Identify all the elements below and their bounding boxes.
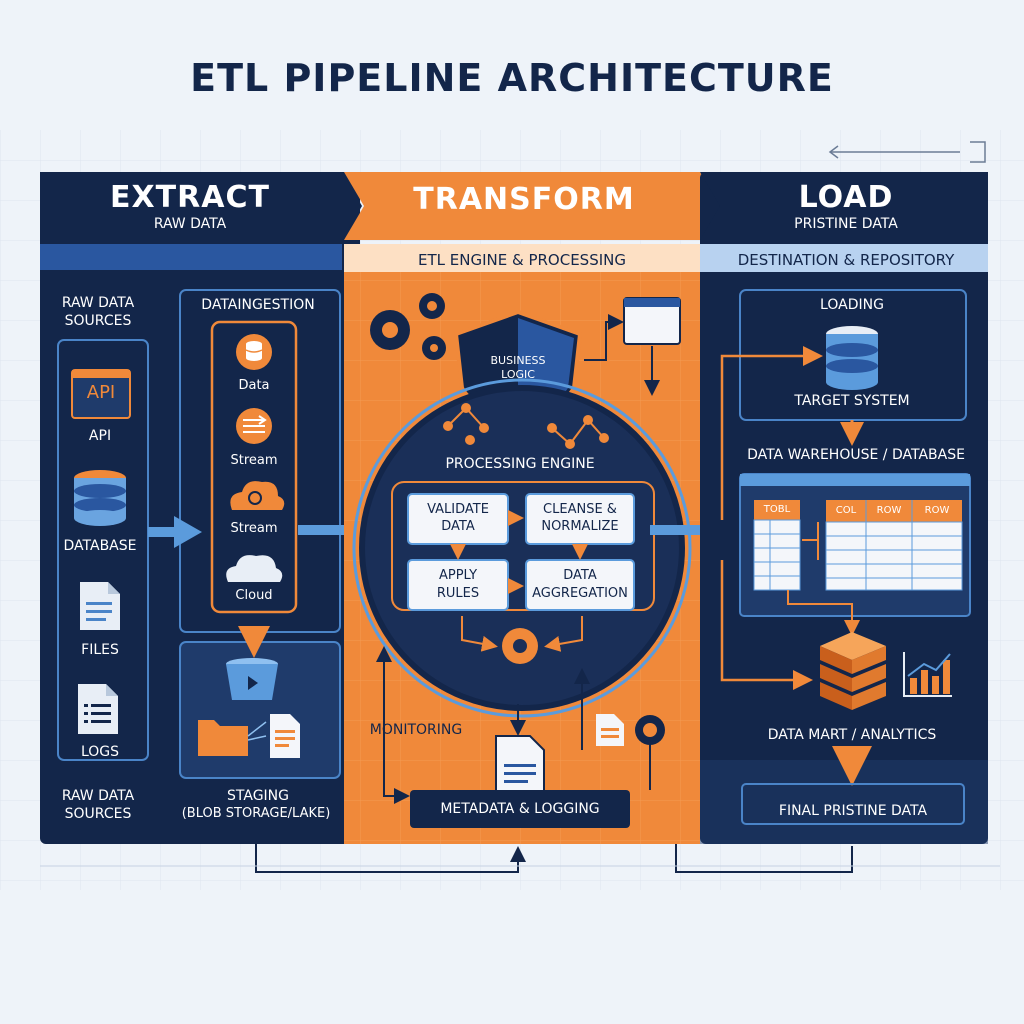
stream-cloud-icon [230,481,285,510]
apply-label-2: RULES [436,586,480,601]
table-col-row-2: ROW [924,505,950,516]
loading-label: LOADING [820,297,884,313]
load-heading: LOAD [798,180,894,215]
aggregation-label-1: DATA [563,568,597,583]
sources-label: RAW DATA SOURCES [53,294,143,330]
engine-orbit [352,378,692,718]
document-icon [270,714,300,758]
engine-label: PROCESSING ENGINE [445,456,595,472]
feedback-line-left [255,844,526,873]
table-connector [802,522,819,560]
aggregation-box [525,559,635,611]
ingestion-label: DATAINGESTION [201,297,315,313]
report-icon [596,714,624,746]
api-label: API [88,428,112,444]
logic-to-code-arrow [584,314,624,361]
engine-gear-icon [502,628,538,664]
warehouse-label: DATA WAREHOUSE / DATABASE [747,447,965,463]
sources-label-text: RAW DATA SOURCES [61,295,135,329]
metadata-label: METADATA & LOGGING [440,801,600,817]
logs-label: LOGS [80,744,120,760]
left-to-gear-arrow [461,616,498,652]
sources-box [57,339,149,761]
business-logic-2: LOGIC [501,368,535,381]
gears-icon [370,293,446,360]
ingestion-cloud-label: Cloud [235,588,273,603]
table-col-col: COL [835,505,857,516]
process-loop [391,481,655,611]
warehouse-table-right [825,500,963,591]
extract-subheader-bar [40,244,342,270]
final-data-label: FINAL PRISTINE DATA [778,803,928,819]
monitoring-arrow [383,656,410,804]
load-subheader: DESTINATION & REPOSITORY [737,251,955,269]
analytics-chart-icon [903,652,952,697]
bucket-icon [226,658,278,700]
files-label: FILES [81,642,119,658]
network-icon-left [443,403,489,445]
logs-icon [78,684,118,734]
metadata-box [410,790,630,828]
dimension-marker [828,141,986,163]
warehouse-table-left [753,500,801,591]
load-subheader-bar [700,244,988,272]
table-col-row-1: ROW [876,505,902,516]
extract-heading: EXTRACT [110,180,270,215]
feedback-line-right [675,844,853,873]
ingestion-data-label: Data [238,378,270,393]
load-header-bg [700,172,988,240]
load-to-mart-arrow [720,560,813,690]
processing-engine-circle [359,385,685,711]
page-title: ETL PIPELINE ARCHITECTURE [190,56,834,100]
api-icon [71,369,131,419]
load-sub: PRISTINE DATA [794,216,898,232]
ingestion-column [210,320,298,614]
extract-header-bg [40,172,362,240]
files-icon [80,582,120,630]
ingestion-stream-label-1: Stream [230,453,278,468]
sources-footer: RAW DATA SOURCES [53,787,143,823]
transform-subheader: ETL ENGINE & PROCESSING [418,251,626,269]
network-icon-right [547,415,609,449]
staging-label-1: STAGING [227,788,289,804]
metadata-document-icon [495,735,545,793]
staging-label-2: (BLOB STORAGE/LAKE) [181,806,331,821]
ingestion-stream-label-2: Stream [230,521,278,536]
transform-heading: TRANSFORM [413,182,635,217]
transform-header-bg [344,172,720,240]
staging-connectors [247,721,267,741]
table-col-tobl: TOBL [763,504,791,515]
right-to-gear-arrow [544,616,583,652]
cleanse-label-1: CLEANSE & [543,502,617,517]
validate-label-1: VALIDATE [427,502,489,517]
database-label: DATABASE [63,538,137,554]
load-to-target-arrow [720,346,823,520]
transform-subheader-bar [344,244,700,272]
folder-icon [198,720,248,756]
code-window-icon [623,297,681,345]
stream-icon [236,408,272,444]
final-data-box [741,783,965,825]
sources-footer-text: RAW DATA SOURCES [61,788,135,822]
data-mart-stack-icon [820,632,886,710]
aggregation-label-2: AGGREGATION [532,586,628,601]
cloud-icon [226,555,283,582]
warehouse-to-mart-arrow [787,590,860,636]
business-logic-1: BUSINESS [490,354,546,367]
validate-label-2: DATA [441,519,475,534]
apply-label-1: APPLY [438,568,478,583]
extract-sub: RAW DATA [153,216,227,232]
cleanse-label-2: NORMALIZE [541,519,619,534]
monitoring-label: MONITORING [369,722,463,738]
data-mart-label: DATA MART / ANALYTICS [767,727,937,743]
data-icon [236,334,272,370]
api-icon-text: API [86,382,116,403]
database-icon [74,470,126,526]
settings-gear-icon [635,715,665,745]
target-system-label: TARGET SYSTEM [794,393,910,409]
target-database-icon [826,326,878,390]
